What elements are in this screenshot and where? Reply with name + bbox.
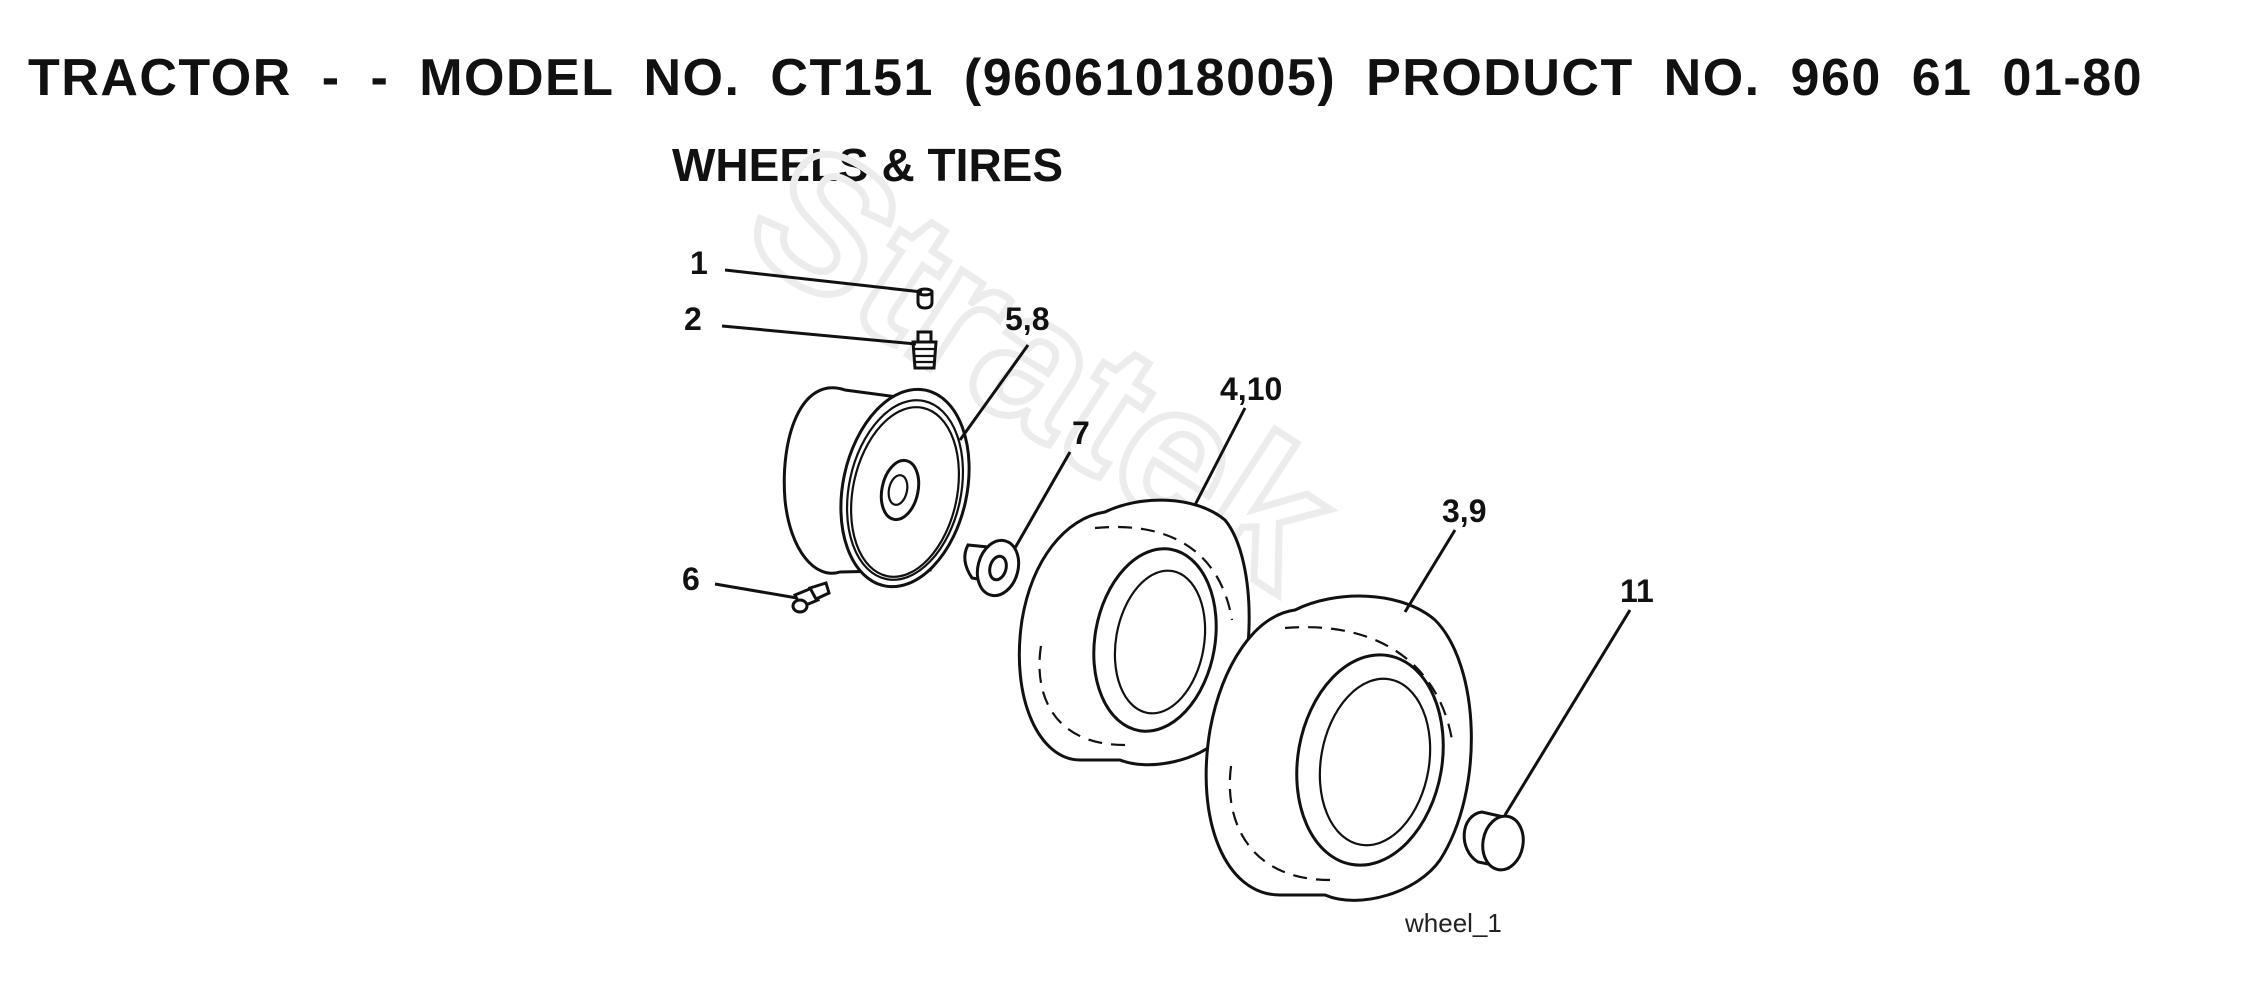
wheel-rim-icon: [782, 386, 971, 589]
callout-valve-cap: 1: [690, 245, 708, 281]
callout-hub-cap: 11: [1620, 573, 1654, 609]
section-subtitle: WHEELS & TIRES: [672, 139, 1064, 191]
callout-bushing: 7: [1072, 415, 1090, 451]
tire-icon: [1204, 594, 1473, 902]
leader-line: [724, 268, 923, 294]
leader-line: [721, 324, 917, 346]
figure-label: wheel_1: [1404, 908, 1502, 938]
grease-fitting-icon: [791, 581, 831, 614]
leader-line: [714, 582, 798, 600]
leader-line: [1503, 609, 1632, 816]
callout-valve-stem: 2: [684, 301, 702, 337]
leader-line: [958, 344, 1030, 441]
page-title: TRACTOR - - MODEL NO. CT151 (96061018005…: [28, 49, 2144, 107]
tire-icon: [1017, 498, 1251, 767]
callout-inner-tire: 4,10: [1220, 371, 1282, 407]
leader-line: [1403, 529, 1457, 613]
bushing-icon: [963, 538, 1021, 598]
callout-rim: 5,8: [1005, 301, 1049, 337]
callout-grease-fitting: 6: [682, 561, 700, 597]
valve-stem-icon: [911, 330, 938, 370]
leader-lines: [714, 268, 1632, 816]
leader-line: [1013, 451, 1072, 549]
hub-cap-icon: [1462, 810, 1525, 872]
leader-line: [1193, 407, 1247, 506]
callout-outer-tire: 3,9: [1442, 493, 1486, 529]
